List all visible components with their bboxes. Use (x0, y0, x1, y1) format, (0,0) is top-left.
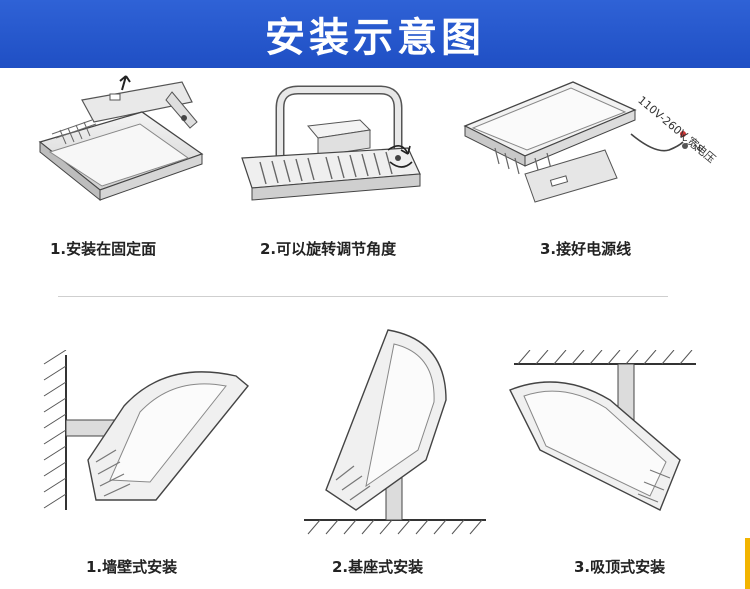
edge-accent (745, 538, 750, 589)
step3-label: 3.接好电源线 (540, 240, 632, 258)
step2-illustration (230, 78, 430, 218)
wire-label-l: L (682, 134, 688, 144)
ceiling-mount-illustration (500, 350, 710, 520)
base-mount-label: 2.基座式安装 (332, 558, 424, 576)
base-mount-illustration (296, 320, 496, 540)
step1-label: 1.安装在固定面 (50, 240, 157, 258)
wall-mount-label: 1.墙壁式安装 (86, 558, 178, 576)
wall-mount-illustration (36, 350, 256, 520)
page-title: 安装示意图 (265, 15, 485, 61)
title-banner: 安装示意图 (0, 0, 750, 68)
wire-label-n: N (694, 144, 701, 154)
step3-illustration (455, 74, 705, 224)
ceiling-mount-label: 3.吸顶式安装 (574, 558, 666, 576)
section-divider (58, 296, 668, 297)
step2-label: 2.可以旋转调节角度 (260, 240, 397, 258)
step1-illustration (22, 72, 222, 222)
